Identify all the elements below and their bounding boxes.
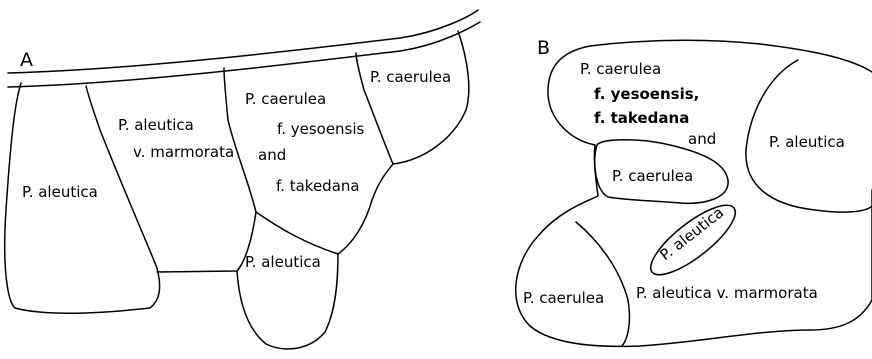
label-a-center-4: f. takedana (276, 177, 360, 195)
label-a-middle-2: v. marmorata (133, 143, 234, 161)
label-b-bubble: P. caerulea (612, 167, 693, 185)
panel-a-region-right-outline (392, 30, 470, 165)
panel-a: A P. aleutica P. aleutica v. marmorata P… (4, 9, 481, 350)
label-b-right: P. aleutica (769, 133, 845, 151)
label-a-center-2: f. yesoensis (277, 120, 365, 138)
label-b-top-1: P. caerulea (580, 60, 661, 78)
panel-b-region-right-outline (745, 59, 872, 213)
panel-a-region-left-outline (4, 82, 161, 314)
panel-b-bubble-outline (594, 139, 729, 205)
panel-b-labels: P. caerulea f. yesoensis, f. takedana an… (523, 60, 845, 307)
panel-b-region-bottom-left-outline (575, 221, 631, 347)
panel-a-coastline-lower (7, 21, 481, 88)
label-b-and: and (688, 130, 716, 148)
panel-b-outer-outline (514, 39, 872, 348)
label-b-bottom: P. aleutica v. marmorata (636, 284, 818, 302)
panel-a-letter: A (20, 49, 33, 71)
label-b-oval: P. aleutica (656, 203, 727, 264)
label-a-left: P. aleutica (22, 183, 98, 201)
label-a-center-3: and (258, 146, 286, 164)
label-b-top-2: f. yesoensis, (594, 85, 699, 103)
panel-a-region-bottom-outline (236, 253, 339, 350)
panel-a-labels: P. aleutica P. aleutica v. marmorata P. … (22, 68, 451, 271)
label-a-center-1: P. caerulea (245, 90, 326, 108)
label-b-bottom-left: P. caerulea (523, 289, 604, 307)
panel-b: B P. caerulea f. yesoensis, f. takedana … (514, 37, 872, 348)
panel-b-letter: B (537, 37, 550, 59)
panel-b-oval-outline (649, 204, 737, 276)
panel-a-coastline-upper (7, 9, 479, 74)
panel-a-region-center-outline (255, 52, 394, 255)
label-a-right: P. caerulea (370, 68, 451, 86)
label-a-middle-1: P. aleutica (118, 116, 194, 134)
panel-a-region-middle-outline (156, 67, 257, 273)
label-b-top-3: f. takedana (594, 109, 689, 127)
label-a-bottom: P. aleutica (245, 253, 321, 271)
